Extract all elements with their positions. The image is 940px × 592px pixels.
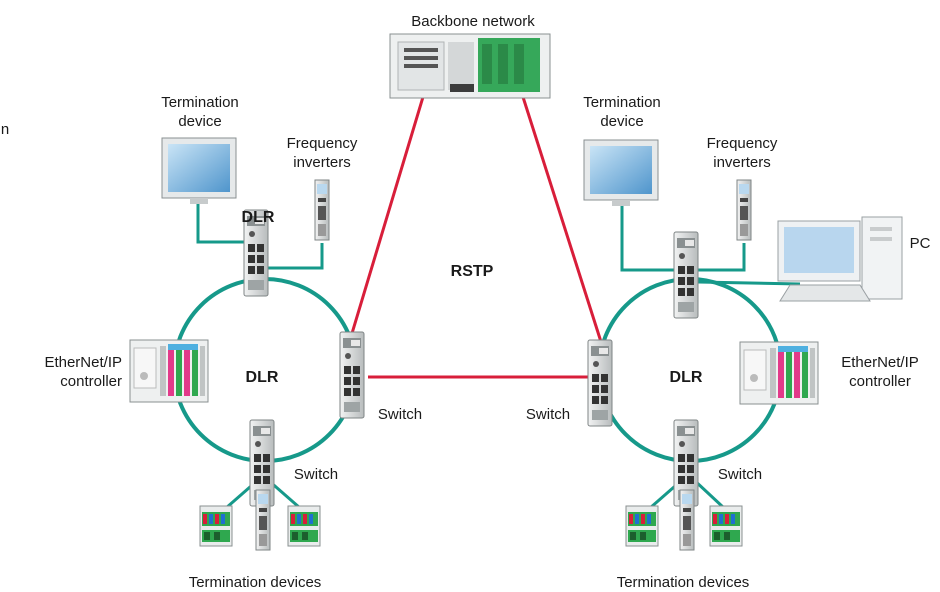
left-controller-label: EtherNet/IP controller <box>44 354 122 390</box>
left-frequency-inverters-label: Frequency inverters <box>286 135 358 171</box>
left-terminal-module-2-icon <box>287 505 321 547</box>
right-controller-label: EtherNet/IP controller <box>841 354 919 390</box>
right-pc-label: PC <box>909 235 931 252</box>
right-frequency-inverters-label: Frequency inverters <box>706 135 778 171</box>
rstp-link-right <box>521 96 604 346</box>
left-ring-switch-icon <box>339 331 365 419</box>
left-terminal-inverter-icon <box>255 489 271 551</box>
right-frequency-inverter-icon <box>736 179 752 241</box>
right-pc-link <box>697 280 801 286</box>
right-terminal-module-2-icon <box>709 505 743 547</box>
left-controller-icon <box>129 339 209 403</box>
right-controller-icon <box>739 341 819 405</box>
left-ring-switch-label: Switch <box>377 406 423 423</box>
right-ring-switch-label: Switch <box>525 406 571 423</box>
left-frequency-inverter-icon <box>314 179 330 241</box>
left-termination-device-label: Termination device <box>161 94 239 130</box>
left-termination-devices-label: Termination devices <box>188 574 322 591</box>
left-inverter-link <box>268 243 324 270</box>
stray-edge-text: n <box>0 121 10 138</box>
left-termination-device-link <box>196 192 255 244</box>
left-bottom-switch-label: Switch <box>293 466 339 483</box>
right-dlr-ring-label: DLR <box>669 369 703 386</box>
right-inverter-link <box>698 243 746 272</box>
right-bottom-switch-label: Switch <box>717 466 763 483</box>
backbone-network-label: Backbone network <box>411 13 535 30</box>
right-pc-icon <box>777 216 903 302</box>
left-dlr-ring-label: DLR <box>245 369 279 386</box>
right-terminal-module-1-icon <box>625 505 659 547</box>
right-termination-device-label: Termination device <box>583 94 661 130</box>
right-termination-devices-label: Termination devices <box>616 574 750 591</box>
left-terminal-module-1-icon <box>199 505 233 547</box>
rstp-label: RSTP <box>450 263 494 280</box>
left-termination-device-icon <box>161 137 237 205</box>
right-terminal-link-3 <box>692 478 726 510</box>
rstp-link-left <box>348 96 425 341</box>
right-terminal-inverter-icon <box>679 489 695 551</box>
backbone-device <box>389 33 551 99</box>
right-termination-device-icon <box>583 139 659 207</box>
right-termination-device-link <box>620 198 677 272</box>
right-top-switch-icon <box>673 231 699 319</box>
left-dlr-top-label: DLR <box>241 209 275 226</box>
right-ring-switch-icon <box>587 339 613 427</box>
